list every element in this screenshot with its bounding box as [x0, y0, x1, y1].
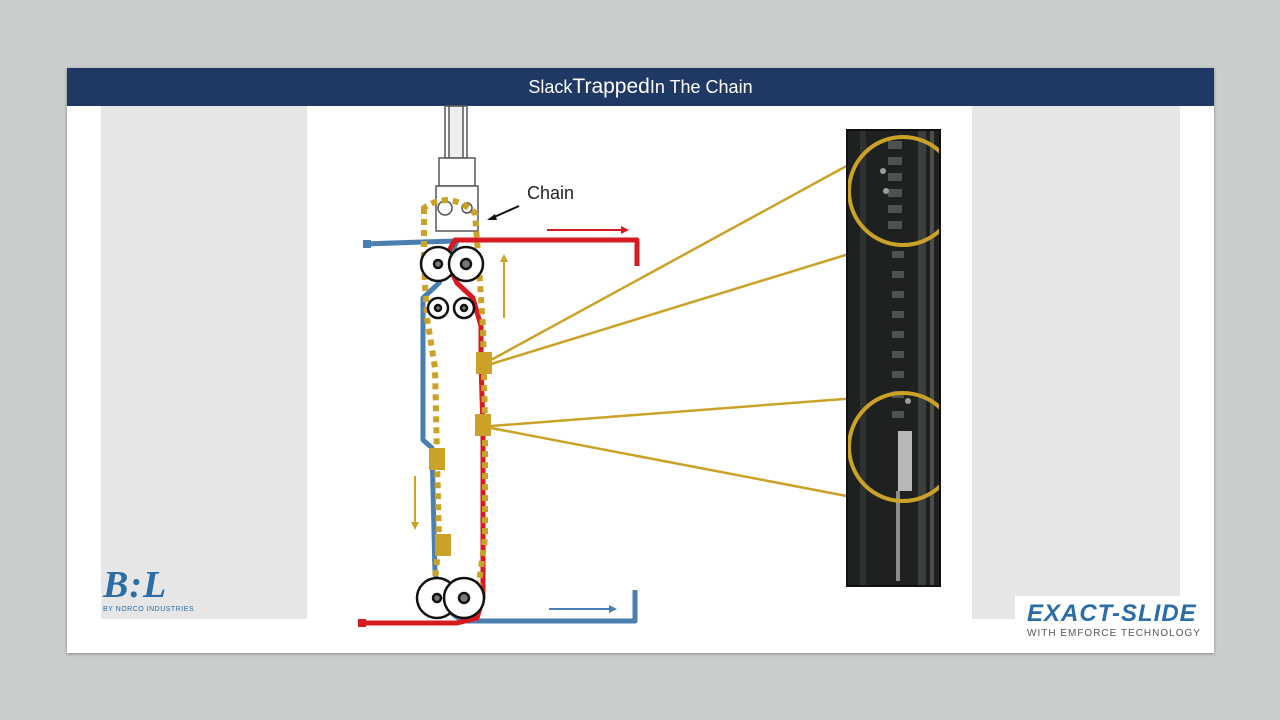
- top-sprockets: [419, 245, 485, 320]
- chain-photo: [846, 129, 941, 587]
- chain-photo-illustration: [848, 131, 939, 585]
- bal-logo-text: B:L: [103, 564, 168, 606]
- title-bar: Slack Trapped In The Chain: [67, 68, 1214, 106]
- blue-cable-end: [363, 240, 371, 248]
- slide: Slack Trapped In The Chain: [67, 68, 1214, 653]
- title-text-3: In The Chain: [649, 76, 753, 97]
- callout-lines: [490, 161, 858, 500]
- chain-label: Chain: [527, 183, 575, 203]
- blue-cable: [364, 238, 638, 624]
- title-text-1: Slack: [528, 76, 573, 97]
- red-cable-end: [358, 619, 366, 627]
- bal-logo-subtext: BY NORCO INDUSTRIES: [103, 606, 195, 613]
- exact-slide-logo-text: EXACT-SLIDE: [1027, 600, 1197, 627]
- motor: [435, 105, 479, 232]
- chain-loop: [421, 197, 488, 597]
- red-cable: [362, 237, 640, 626]
- chain-blocks: [429, 352, 492, 556]
- direction-arrows: [411, 205, 629, 613]
- bal-logo: B:L BY NORCO INDUSTRIES: [103, 566, 213, 618]
- title-text-2: Trapped: [572, 75, 650, 98]
- bottom-sprockets: [415, 576, 486, 620]
- exact-slide-logo: EXACT-SLIDE WITH EMFORCE TECHNOLOGY: [1015, 596, 1211, 646]
- mechanism-diagram: [358, 105, 858, 627]
- left-gray-panel: [101, 106, 307, 619]
- exact-slide-logo-subtext: WITH EMFORCE TECHNOLOGY: [1027, 628, 1201, 639]
- right-gray-panel: [972, 106, 1180, 619]
